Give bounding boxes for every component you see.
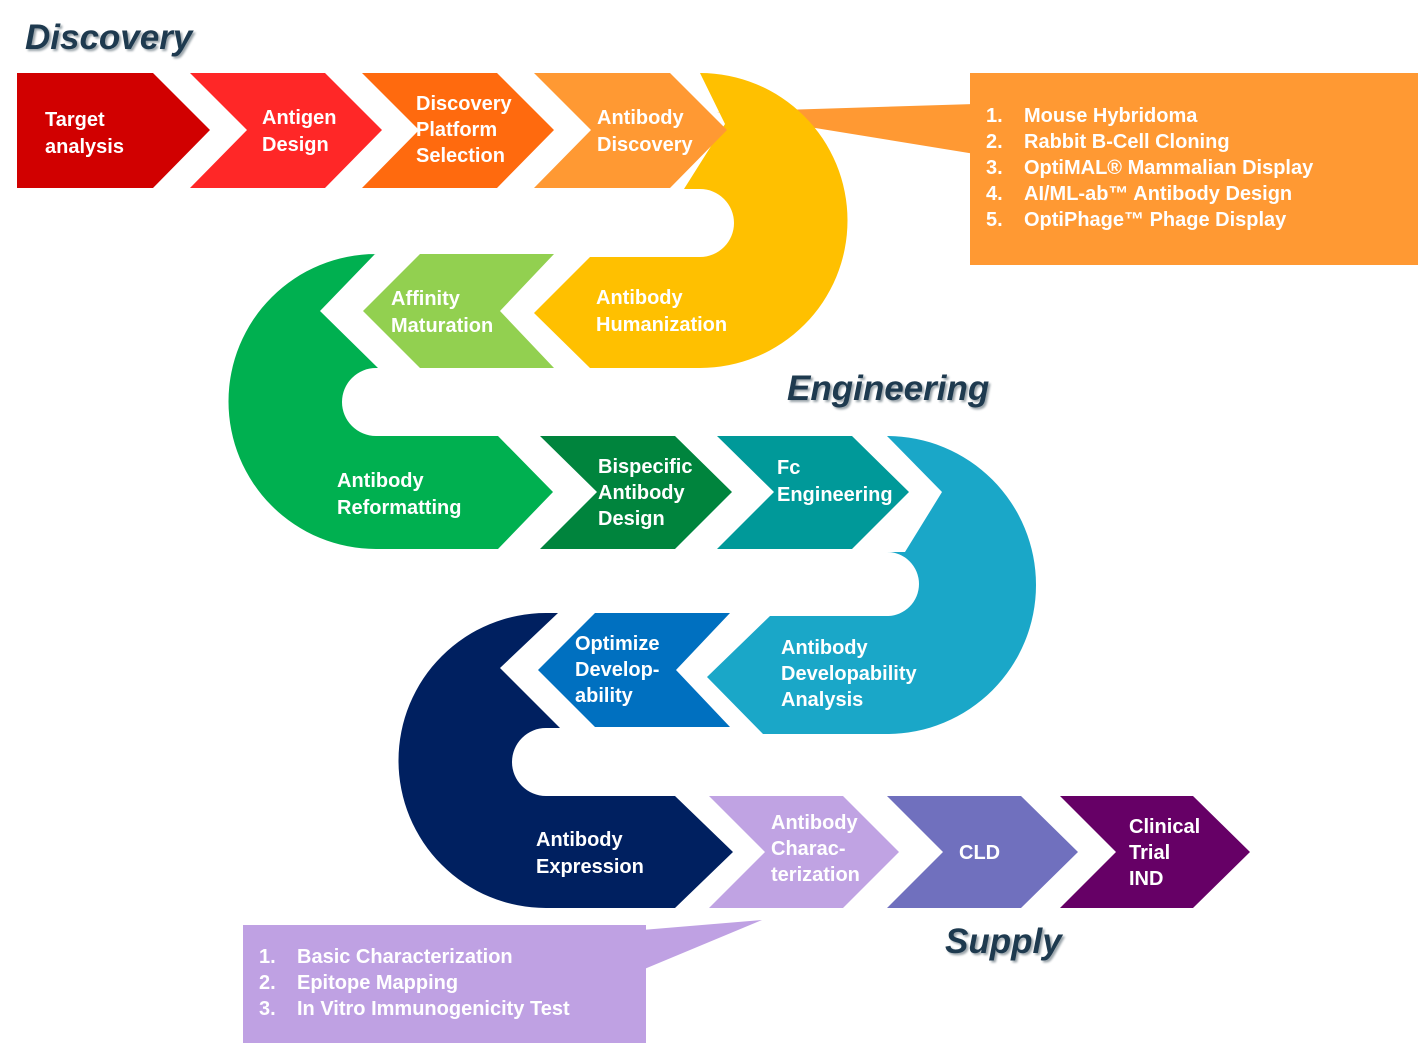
phase-heading-supply: Supply bbox=[945, 922, 1062, 961]
step-developability-analysis-shape bbox=[707, 436, 1036, 734]
step-antibody-reformatting-shape bbox=[228, 254, 554, 549]
step-fc-engineering-shape bbox=[717, 436, 909, 549]
step-antibody-expression-shape bbox=[398, 613, 733, 908]
step-antigen-design-shape bbox=[190, 73, 382, 188]
step-target-analysis-shape bbox=[17, 73, 210, 188]
characterization-callout-box bbox=[243, 925, 646, 1043]
step-bispecific-design-shape bbox=[540, 436, 732, 549]
phase-heading-discovery: Discovery bbox=[25, 18, 193, 57]
list-item: 3.In Vitro Immunogenicity Test bbox=[259, 998, 570, 1020]
list-item: 5.OptiPhage™ Phage Display bbox=[986, 209, 1287, 231]
step-cld-shape bbox=[887, 796, 1078, 908]
step-antibody-discovery-shape bbox=[534, 73, 727, 188]
step-affinity-maturation-shape bbox=[363, 254, 554, 368]
list-item: 4.AI/ML-ab™ Antibody Design bbox=[986, 183, 1293, 205]
step-optimize-developability-shape bbox=[538, 613, 730, 727]
list-item: 3.OptiMAL® Mammalian Display bbox=[986, 157, 1314, 179]
list-item: 2.Epitope Mapping bbox=[259, 972, 459, 994]
step-antibody-humanization-shape bbox=[534, 73, 848, 368]
phase-heading-engineering: Engineering bbox=[787, 369, 990, 408]
step-characterization-shape bbox=[709, 796, 899, 908]
discovery-platform-list: 1.Mouse Hybridoma 2.Rabbit B-Cell Clonin… bbox=[986, 103, 1313, 233]
characterization-service-list: 1.Basic Characterization 2.Epitope Mappi… bbox=[259, 944, 570, 1022]
characterization-callout-pointer bbox=[642, 920, 762, 970]
step-cld-label: CLD bbox=[959, 842, 1000, 864]
step-clinical-trial-shape bbox=[1060, 796, 1250, 908]
list-item: 1.Basic Characterization bbox=[259, 946, 513, 968]
list-item: 2.Rabbit B-Cell Cloning bbox=[986, 131, 1230, 153]
step-platform-selection-shape bbox=[362, 73, 554, 188]
list-item: 1.Mouse Hybridoma bbox=[986, 105, 1198, 127]
discovery-callout-box bbox=[970, 73, 1418, 265]
